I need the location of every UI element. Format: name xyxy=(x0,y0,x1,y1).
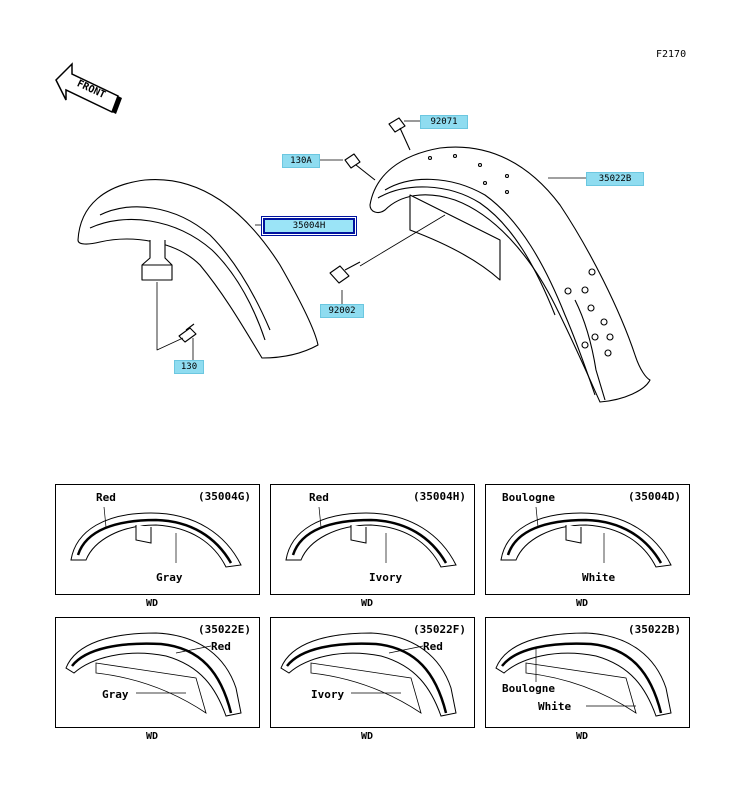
panel-label-bottom: Gray xyxy=(156,571,183,584)
panel-label-bottom: Ivory xyxy=(311,688,345,701)
panel-label-top: Red xyxy=(211,640,231,653)
panel-label-bottom: White xyxy=(538,700,572,713)
callout-35022b[interactable]: 35022B xyxy=(586,172,644,186)
wd-label: WD xyxy=(146,598,159,609)
panel-code: (35004G) xyxy=(198,490,251,503)
panel-code: (35022F) xyxy=(413,623,466,636)
panel-label-bottom: Gray xyxy=(102,688,129,701)
rear-fender xyxy=(369,146,651,403)
panel-label-top: Red xyxy=(309,491,329,504)
panel-label-bottom: White xyxy=(582,571,616,584)
panel-label-top: Boulogne xyxy=(502,491,555,504)
panel-code: (35022E) xyxy=(198,623,251,636)
variant-panel-35004g: (35004G) Red Gray xyxy=(55,484,260,595)
variant-panel-35004d: (35004D) Boulogne White xyxy=(485,484,690,595)
rear-fender-holes xyxy=(427,153,614,357)
panel-label-top: Boulogne xyxy=(502,682,555,695)
variant-panel-35022f: (35022F) Red Ivory xyxy=(270,617,475,728)
bolt-92071 xyxy=(388,117,411,151)
panel-code: (35022B) xyxy=(628,623,681,636)
front-fender-icon xyxy=(500,506,672,568)
rear-fender-icon xyxy=(280,632,457,717)
front-fender-icon xyxy=(285,506,457,568)
panel-code: (35004H) xyxy=(413,490,466,503)
front-fender xyxy=(77,178,319,359)
bolt-130a xyxy=(344,153,376,181)
callout-35004h[interactable]: 35004H xyxy=(261,216,357,236)
bolt-130 xyxy=(178,323,197,343)
variant-panel-35022e: (35022E) Red Gray xyxy=(55,617,260,728)
panel-label-top: Red xyxy=(96,491,116,504)
wd-label: WD xyxy=(146,731,159,742)
callout-92071[interactable]: 92071 xyxy=(420,115,468,129)
rear-fender-icon xyxy=(495,632,672,717)
wd-label: WD xyxy=(361,731,374,742)
panel-label-top: Red xyxy=(423,640,443,653)
front-fender-icon xyxy=(70,506,242,568)
bolt-92002 xyxy=(329,261,361,284)
callout-130a[interactable]: 130A xyxy=(282,154,320,168)
rear-fender-icon xyxy=(65,632,242,717)
variant-panel-35022b: (35022B) Boulogne White xyxy=(485,617,690,728)
panel-label-bottom: Ivory xyxy=(369,571,403,584)
panel-code: (35004D) xyxy=(628,490,681,503)
exploded-view-drawing xyxy=(77,117,651,403)
front-direction-arrow-icon: FRONT xyxy=(55,62,122,114)
wd-label: WD xyxy=(361,598,374,609)
variant-panel-35004h: (35004H) Red Ivory xyxy=(270,484,475,595)
callout-130[interactable]: 130 xyxy=(174,360,204,374)
wd-label: WD xyxy=(576,731,589,742)
wd-label: WD xyxy=(576,598,589,609)
figure-id: F2170 xyxy=(656,49,687,60)
callout-92002[interactable]: 92002 xyxy=(320,304,364,318)
